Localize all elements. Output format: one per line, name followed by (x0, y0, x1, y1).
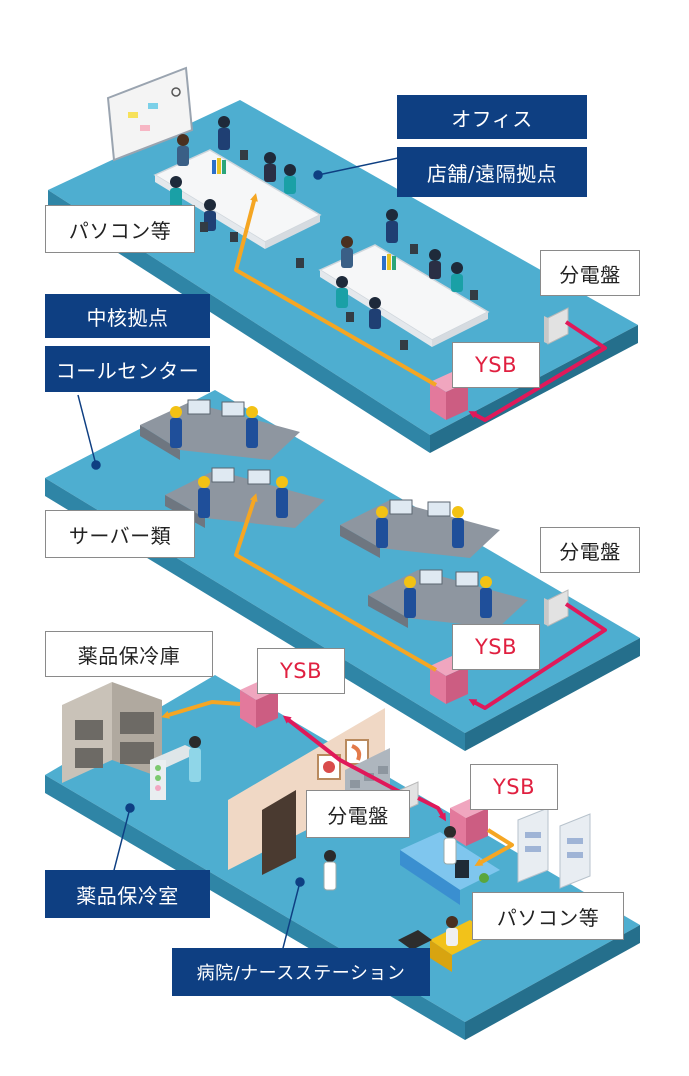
office-chairs (200, 150, 478, 350)
hospital-servers (517, 807, 591, 889)
hospital-staff (323, 826, 457, 891)
office-binders (212, 158, 396, 270)
core-output-cable (234, 493, 437, 672)
office-device-label: パソコン等 (45, 205, 195, 253)
core-operators (170, 406, 492, 618)
hospital-shelf (150, 736, 201, 800)
core-panel-box (544, 589, 569, 627)
hospital-wall (228, 708, 385, 875)
office-zone-title: オフィス (397, 95, 587, 139)
hospital-station-label: 病院/ナースステーション (172, 948, 430, 996)
hospital-panel-label: 分電盤 (306, 790, 410, 838)
office-whiteboard (106, 66, 194, 162)
office-ysb-label: YSB (452, 342, 540, 388)
leader-lines (77, 157, 399, 953)
hospital-fridge-output-cable (161, 700, 241, 719)
hospital-pc-label: パソコン等 (472, 892, 624, 940)
hospital-laptop (398, 930, 432, 950)
office-panel-box (544, 307, 569, 345)
hospital-ysb-fridge-label: YSB (257, 648, 345, 694)
office-zone-subtitle: 店舗/遠隔拠点 (397, 147, 587, 197)
hospital-fridges (62, 682, 162, 783)
core-power-cable (468, 602, 607, 710)
office-power-cable (468, 320, 607, 422)
hospital-pc-output-cable (474, 828, 514, 866)
hospital-room-label: 薬品保冷室 (45, 870, 210, 918)
core-zone-title: 中核拠点 (45, 294, 210, 338)
core-panel-label: 分電盤 (540, 527, 640, 573)
hospital-pc-power-cable (417, 796, 447, 822)
office-panel-label: 分電盤 (540, 250, 640, 296)
core-device-label: サーバー類 (45, 510, 195, 558)
hospital-fridge-label: 薬品保冷庫 (45, 631, 213, 677)
office-output-cable (234, 193, 437, 387)
office-workers (170, 116, 463, 329)
hospital-ysb-pc-label: YSB (470, 764, 558, 810)
core-monitors (187, 399, 479, 587)
core-ysb-label: YSB (452, 624, 540, 670)
hospital-fridge-power-cable (282, 715, 401, 794)
core-zone-subtitle: コールセンター (45, 346, 210, 392)
